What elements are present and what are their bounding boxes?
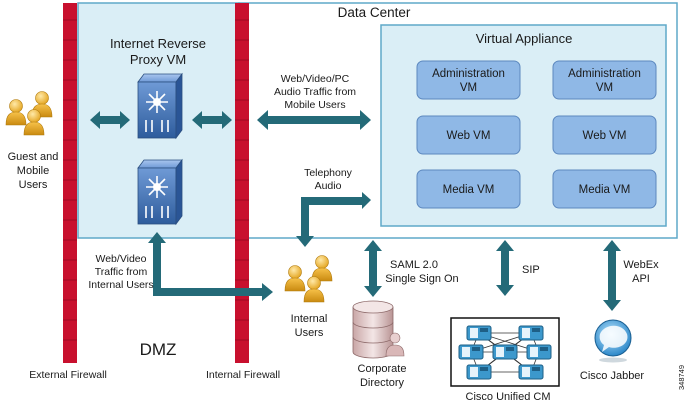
vm-label: Web VM — [583, 130, 627, 142]
telephony-label-line2: Audio — [315, 180, 342, 192]
sip-label: SIP — [522, 264, 540, 276]
cucm-label: Cisco Unified CM — [466, 391, 551, 403]
arrow-sip — [496, 240, 514, 296]
vm-label: Media VM — [579, 184, 631, 196]
arrow-mobile-traffic — [257, 110, 371, 130]
saml-label-line2: Single Sign On — [385, 273, 458, 285]
webex-api-label-line1: WebEx — [623, 259, 659, 271]
mobile-traffic-label-line1: Web/Video/PC — [281, 73, 350, 85]
jabber-label: Cisco Jabber — [580, 370, 645, 382]
jabber-icon — [594, 319, 632, 363]
telephony-label-line1: Telephony — [304, 167, 353, 179]
internal-traffic-label-line2: Traffic from — [95, 266, 148, 278]
arrow-internal-traffic — [148, 232, 273, 301]
dmz-label: DMZ — [140, 340, 177, 359]
guest-users-label-line1: Guest and — [8, 151, 59, 163]
proxy-switch-icon-bottom — [137, 158, 183, 226]
vm-label: Web VM — [447, 130, 491, 142]
figure-id-label: 348749 — [677, 365, 686, 390]
vm-box: Media VM — [552, 169, 657, 209]
vm-label: Administration — [432, 68, 505, 80]
arrow-proxy-firewall — [192, 111, 232, 129]
arrow-webex-api — [603, 240, 621, 311]
data-center-label: Data Center — [338, 5, 411, 20]
database-icon — [352, 300, 405, 359]
irp-label-line1: Internet Reverse — [110, 36, 206, 51]
internal-traffic-label-line3: Internal Users — [88, 279, 153, 291]
external-firewall — [63, 3, 77, 363]
cucm-cluster-icon — [450, 317, 560, 387]
mobile-traffic-label-line2: Audio Traffic from — [274, 86, 356, 98]
internal-users-icon — [284, 255, 333, 303]
vm-box: Web VM — [416, 115, 521, 155]
vm-label: Administration — [568, 68, 641, 80]
vm-box: Web VM — [552, 115, 657, 155]
guest-users-label-line2: Mobile — [17, 165, 49, 177]
arrow-guest-proxy — [90, 111, 130, 129]
corp-directory-label-line1: Corporate — [358, 363, 407, 375]
internal-firewall — [235, 3, 249, 363]
vm-label: VM — [460, 82, 477, 94]
vm-label: Media VM — [443, 184, 495, 196]
external-firewall-label: External Firewall — [29, 369, 107, 381]
proxy-switch-icon-top — [137, 72, 183, 140]
corp-directory-label-line2: Directory — [360, 377, 405, 389]
vm-label: VM — [596, 82, 613, 94]
arrows — [90, 110, 621, 311]
virtual-appliance-label: Virtual Appliance — [476, 31, 573, 46]
arrow-saml — [364, 240, 382, 297]
internal-traffic-label-line1: Web/Video — [96, 253, 147, 265]
irp-label-line2: Proxy VM — [130, 52, 186, 67]
guest-users-icon — [5, 91, 53, 136]
mobile-traffic-label-line3: Mobile Users — [284, 99, 345, 111]
internal-firewall-label: Internal Firewall — [206, 369, 280, 381]
arrow-telephony — [296, 192, 371, 247]
guest-users-label-line3: Users — [19, 179, 48, 191]
webex-api-label-line2: API — [632, 273, 650, 285]
internal-users-label-line1: Internal — [291, 313, 328, 325]
internal-users-label-line2: Users — [295, 327, 324, 339]
saml-label-line1: SAML 2.0 — [390, 259, 438, 271]
vm-box: Media VM — [416, 169, 521, 209]
